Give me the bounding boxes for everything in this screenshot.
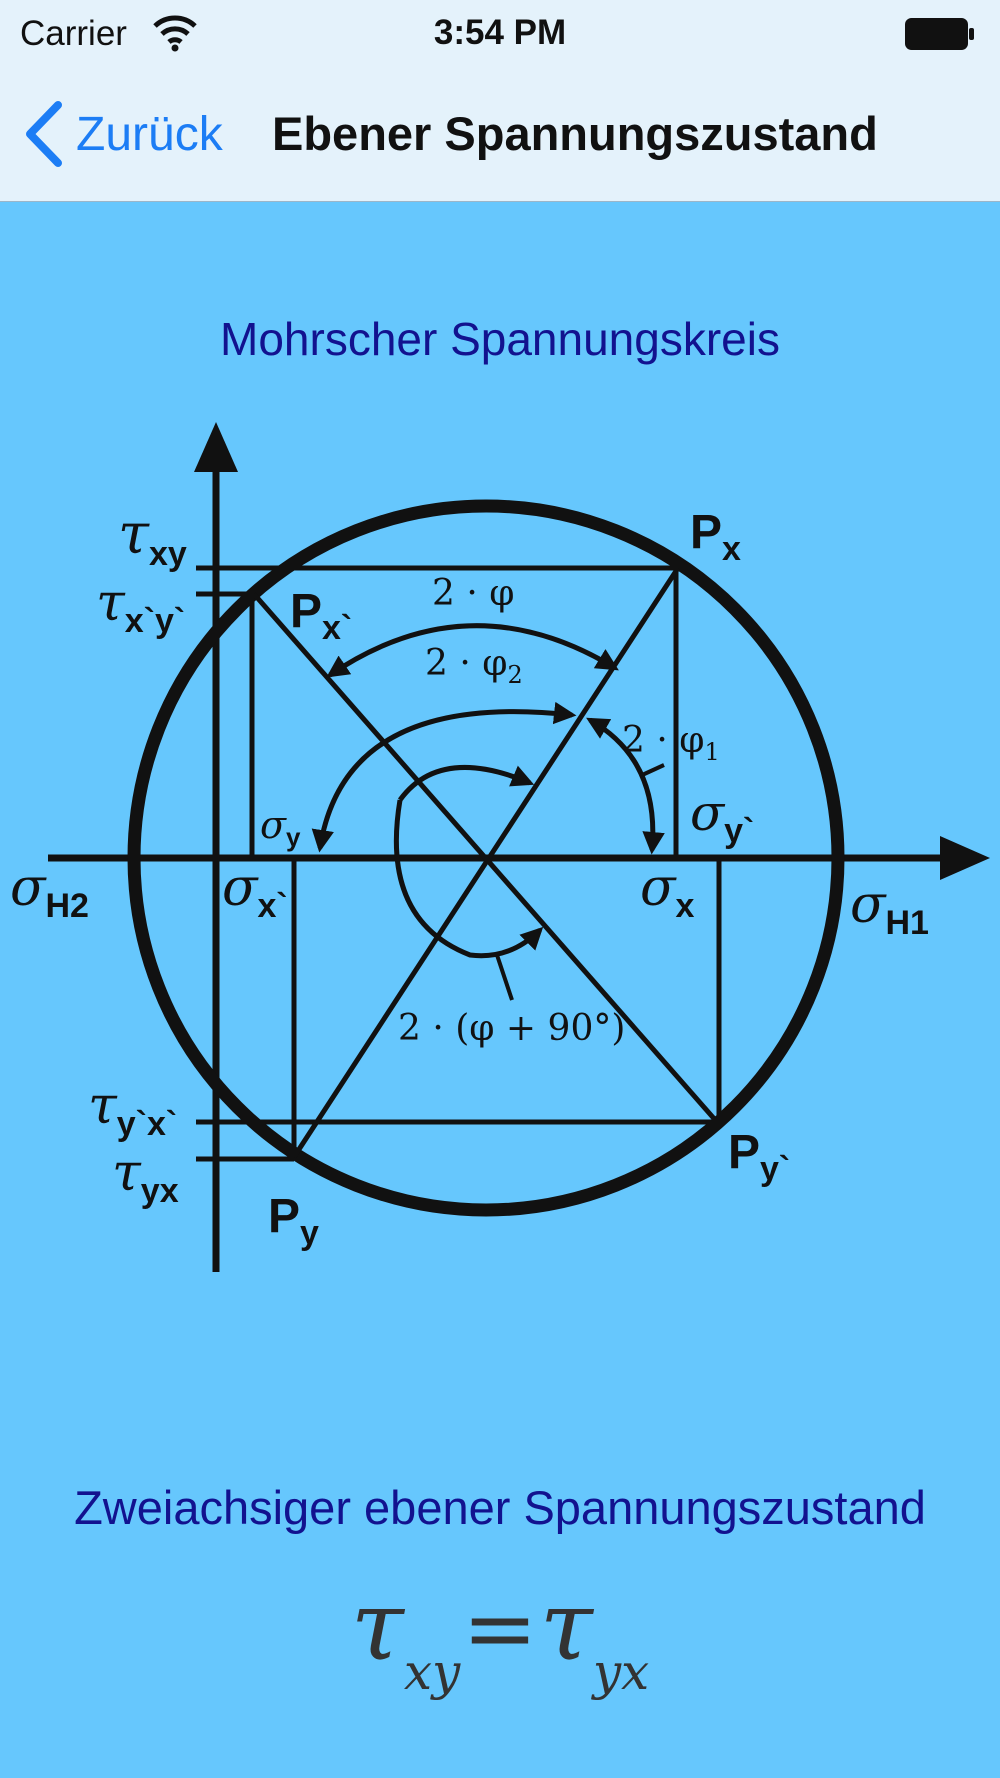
label-sigma-h2: σH2 <box>10 858 89 925</box>
label-point-pyp: Py` <box>728 1126 790 1188</box>
formula-left-sub: xy <box>403 1643 461 1701</box>
label-point-py: Py <box>268 1190 319 1252</box>
label-angle-2phi: 2 · φ <box>432 573 514 614</box>
label-tau-yx: τyx <box>112 1143 179 1210</box>
navigation-bar: Zurück Ebener Spannungszustand <box>0 70 1000 202</box>
label-point-px: Px <box>690 506 741 568</box>
arc-2phi <box>326 623 619 678</box>
label-sigma-xp: σx` <box>222 858 288 925</box>
diameter-pxp-pyp <box>252 592 719 1124</box>
leader-2phi90 <box>495 954 514 1001</box>
clock: 3:54 PM <box>433 13 567 52</box>
back-button-label: Zurück <box>76 107 223 161</box>
label-angle-2phi1: 2 · φ1 <box>622 720 720 766</box>
label-point-pxp: Px` <box>290 585 352 647</box>
mohr-circle-diagram: τxy τx`y` τy`x` τyx Px Px` Py Py` σH2 σx… <box>10 422 990 1272</box>
formula: τxy=τyx <box>0 1570 1000 1701</box>
arc-2phi90 <box>393 799 544 959</box>
label-angle-2phi2: 2 · φ2 <box>425 643 523 689</box>
leader-2phi1 <box>639 763 665 778</box>
label-sigma-h1: σH1 <box>850 875 929 942</box>
label-sigma-y: σy <box>260 803 301 852</box>
formula-tau-left: τ <box>350 1570 404 1682</box>
carrier-label: Carrier <box>20 14 127 53</box>
label-sigma-yp: σy` <box>690 784 754 850</box>
label-tau-xy: τxy <box>118 502 187 573</box>
mohr-circle <box>127 499 845 1217</box>
arc-2phi1 <box>586 717 665 855</box>
caption: Zweiachsiger ebener Spannungszustand <box>74 1481 926 1534</box>
wifi-icon <box>153 15 197 52</box>
formula-equals: = <box>462 1576 538 1681</box>
status-bar: Carrier 3:54 PM <box>0 0 1000 70</box>
page-title: Ebener Spannungszustand <box>272 107 878 160</box>
label-tau-ypxp: τy`x` <box>88 1076 177 1143</box>
label-angle-2phi90: 2 · (φ + 90°) <box>398 1008 625 1049</box>
formula-tau-right: τ <box>539 1570 593 1682</box>
arc-inner <box>397 765 535 802</box>
label-tau-xpyp: τx`y` <box>96 573 185 640</box>
label-sigma-x: σx <box>640 858 695 925</box>
battery-icon <box>905 18 974 50</box>
arc-2phi2 <box>311 701 577 853</box>
formula-right-sub: yx <box>592 1643 650 1701</box>
tau-axis-arrow-icon <box>194 422 238 472</box>
sigma-axis-arrow-icon <box>940 836 990 880</box>
chevron-left-icon <box>26 101 62 167</box>
diagram-heading: Mohrscher Spannungskreis <box>220 313 780 365</box>
back-button[interactable]: Zurück <box>22 94 223 174</box>
